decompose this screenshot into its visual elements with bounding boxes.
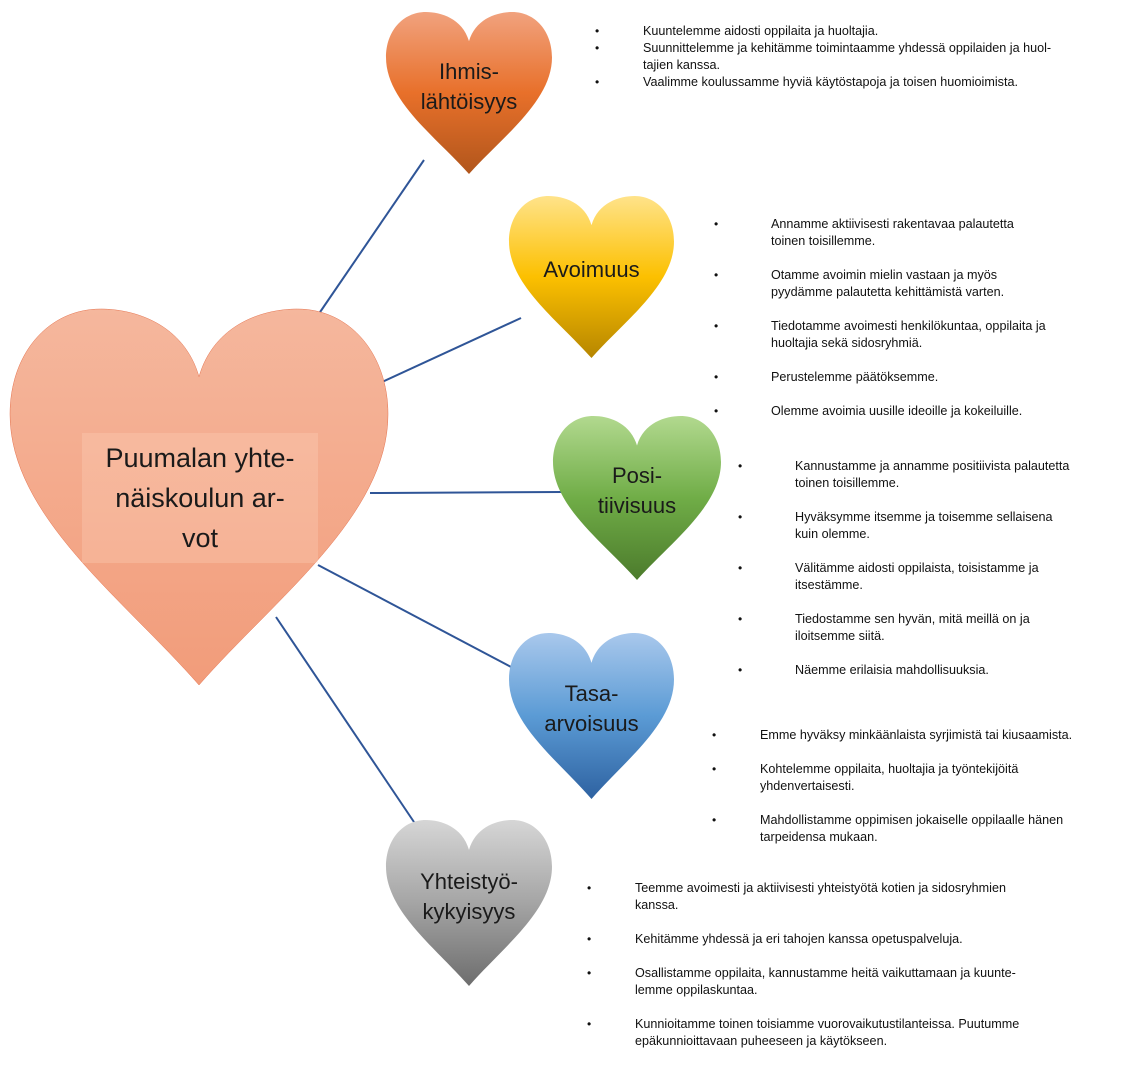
bullets-yhteistyokykyisyys: Teemme avoimesti ja aktiivisesti yhteist… <box>587 863 1140 1067</box>
list-item: Välitämme aidosti oppilaista, toisistamm… <box>738 560 1140 594</box>
list-item: Kuuntelemme aidosti oppilaita ja huoltaj… <box>595 23 1140 40</box>
title-yhteistyokykyisyys: Yhteistyö- kykyisyys <box>420 869 518 924</box>
center-label-box <box>82 433 318 563</box>
title-tasa-arvoisuus: Tasa- arvoisuus <box>544 681 639 736</box>
connector-positiivisuus <box>369 491 564 494</box>
list-item: Tiedostamme sen hyvän, mitä meillä on ja… <box>738 611 1140 645</box>
list-item: Kannustamme ja annamme positiivista pala… <box>738 458 1140 492</box>
heart-shape-positiivisuus <box>553 416 721 580</box>
list-item: Hyväksymme itsemme ja toisemme sellaisen… <box>738 509 1140 543</box>
bullets-avoimuus: Annamme aktiivisesti rakentavaa palautet… <box>714 199 1139 437</box>
heart-tasa-arvoisuus <box>509 633 674 799</box>
heart-avoimuus <box>509 196 674 358</box>
connector-yhteistyokykyisyys <box>275 616 417 826</box>
list-item: Perustelemme päätöksemme. <box>714 369 1139 386</box>
heart-shape-yhteistyokykyisyys <box>386 820 552 986</box>
list-item: Suunnittelemme ja kehitämme toimintaamme… <box>595 40 1140 74</box>
heart-positiivisuus <box>553 416 721 580</box>
title-avoimuus: Avoimuus <box>543 257 640 282</box>
list-item: Mahdollistamme oppimisen jokaiselle oppi… <box>712 812 1142 846</box>
bullets-positiivisuus: Kannustamme ja annamme positiivista pala… <box>738 441 1140 696</box>
list-item: Vaalimme koulussamme hyviä käytöstapoja … <box>595 74 1140 91</box>
heart-shape-avoimuus <box>509 196 674 358</box>
list-item: Kunnioitamme toinen toisiamme vuorovaiku… <box>587 1016 1140 1050</box>
list-item: Tiedotamme avoimesti henkilökuntaa, oppi… <box>714 318 1139 352</box>
list-item: Emme hyväksy minkäänlaista syrjimistä ta… <box>712 727 1142 744</box>
center-title: Puumalan yhte- näiskoulun ar- vot <box>105 443 295 553</box>
heart-ihmislahtoisyys <box>386 12 552 174</box>
heart-shape-tasa-arvoisuus <box>509 633 674 799</box>
list-item: Annamme aktiivisesti rakentavaa palautet… <box>714 216 1139 250</box>
list-item: Kehitämme yhdessä ja eri tahojen kanssa … <box>587 931 1140 948</box>
list-item: Olemme avoimia uusille ideoille ja kokei… <box>714 403 1139 420</box>
connector-tasa-arvoisuus <box>317 564 514 669</box>
title-ihmislahtoisyys: Ihmis- lähtöisyys <box>420 59 518 114</box>
bullets-ihmislahtoisyys: Kuuntelemme aidosti oppilaita ja huoltaj… <box>595 23 1140 91</box>
list-item: Näemme erilaisia mahdollisuuksia. <box>738 662 1140 679</box>
title-positiivisuus: Posi- tiivisuus <box>597 463 677 518</box>
heart-shape-ihmislahtoisyys <box>386 12 552 174</box>
center-heart <box>10 309 388 685</box>
heart-yhteistyokykyisyys <box>386 820 552 986</box>
bullets-tasa-arvoisuus: Emme hyväksy minkäänlaista syrjimistä ta… <box>712 710 1142 863</box>
list-item: Otamme avoimin mielin vastaan ja myös py… <box>714 267 1139 301</box>
list-item: Kohtelemme oppilaita, huoltajia ja työnt… <box>712 761 1142 795</box>
list-item: Teemme avoimesti ja aktiivisesti yhteist… <box>587 880 1140 914</box>
connector-ihmislahtoisyys <box>315 159 425 319</box>
